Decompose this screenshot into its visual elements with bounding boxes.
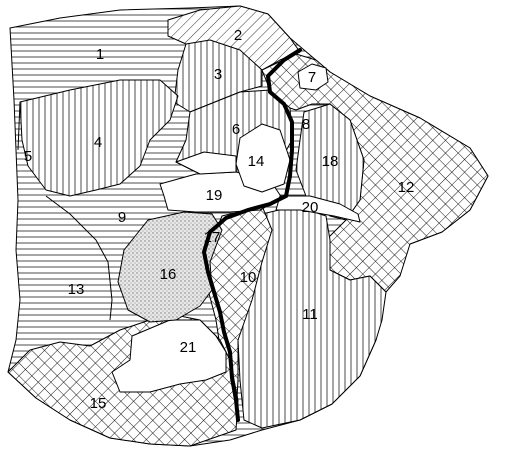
label-region-13: 13	[68, 281, 85, 298]
region-boundary-5	[17, 101, 21, 151]
label-region-8: 8	[302, 116, 310, 133]
label-region-11: 11	[302, 306, 318, 323]
label-region-9: 9	[118, 209, 126, 226]
region-18	[295, 103, 365, 221]
region-4	[19, 79, 179, 197]
label-region-2: 2	[234, 27, 242, 44]
region-boundary-9-13	[45, 195, 113, 321]
label-region-21: 21	[180, 339, 197, 356]
river-line	[201, 48, 302, 422]
label-region-1: 1	[96, 46, 104, 63]
region-6-notch	[175, 151, 237, 175]
label-region-14: 14	[248, 153, 265, 170]
region-16	[117, 211, 223, 323]
label-region-20: 20	[302, 199, 319, 216]
label-region-7: 7	[308, 69, 316, 86]
label-region-12: 12	[398, 179, 415, 196]
label-region-17: 17	[204, 229, 221, 246]
region-20	[275, 195, 361, 223]
label-region-18: 18	[322, 153, 339, 170]
region-21	[111, 319, 227, 393]
label-region-10: 10	[240, 269, 257, 286]
label-region-16: 16	[160, 266, 177, 283]
label-region-19: 19	[206, 187, 223, 204]
region-7	[297, 63, 329, 91]
label-region-5: 5	[24, 148, 32, 165]
label-region-3: 3	[214, 66, 222, 83]
region-14	[235, 123, 291, 193]
label-region-15: 15	[90, 395, 107, 412]
label-region-4: 4	[94, 134, 102, 151]
label-region-6: 6	[232, 121, 240, 138]
